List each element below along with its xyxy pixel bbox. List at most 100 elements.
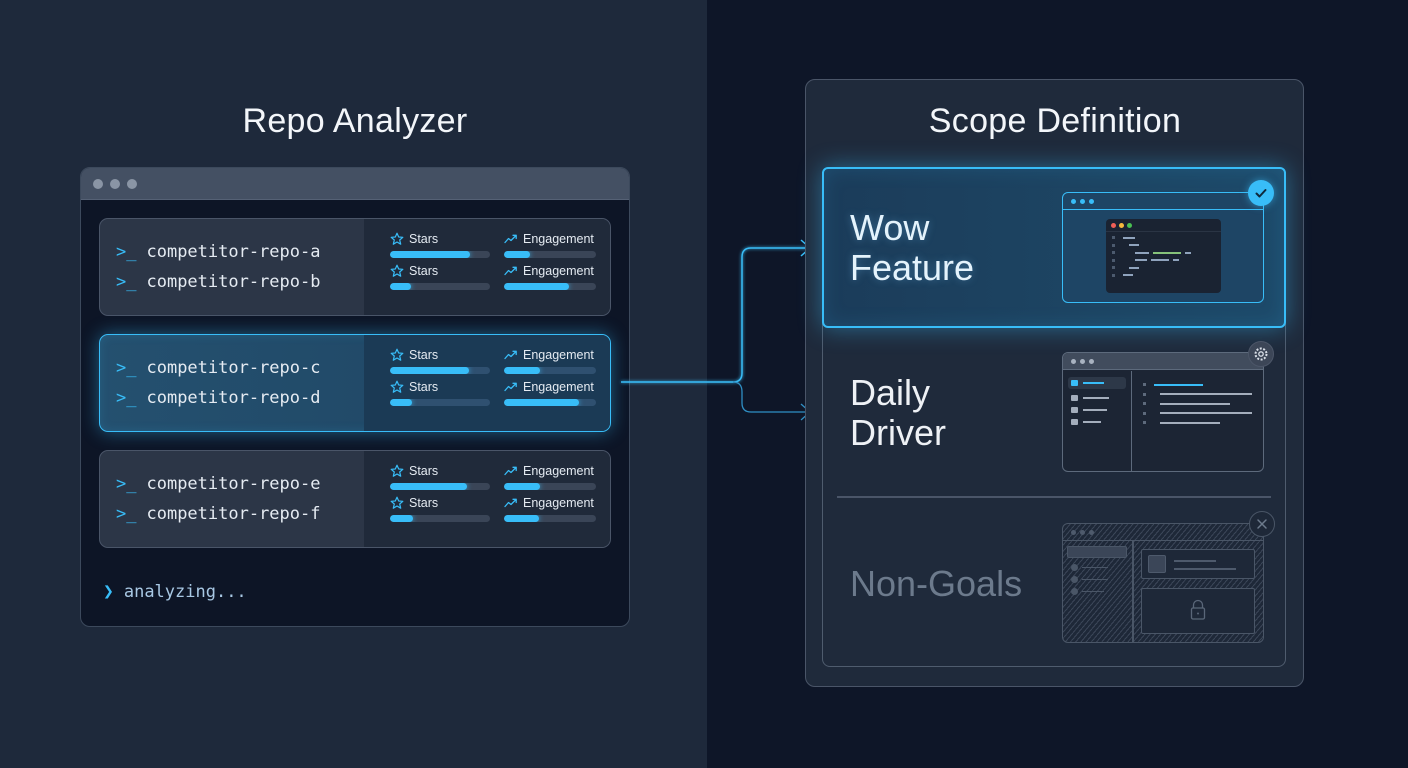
repo-name: competitor-repo-d: [146, 388, 321, 408]
metric-label: Engagement: [523, 232, 594, 246]
repo-item[interactable]: >_ competitor-repo-a: [116, 242, 364, 262]
repo-analyzer-title: Repo Analyzer: [242, 102, 468, 140]
metric-label: Engagement: [523, 380, 594, 394]
star-icon: [390, 348, 404, 362]
prompt-chevron-icon: ❯: [103, 581, 114, 602]
label-line: Daily: [850, 372, 931, 413]
repo-group-card[interactable]: >_ competitor-repo-c >_ competitor-repo-d St…: [99, 334, 611, 432]
label-line: Driver: [850, 412, 946, 453]
non-goals-mockup: [1062, 523, 1264, 643]
folder-row: [1068, 392, 1126, 404]
wow-feature-label: Wow Feature: [850, 208, 974, 288]
engagement-bar-fill: [504, 515, 539, 522]
stars-bar-fill: [390, 399, 412, 406]
stars-bar-fill: [390, 515, 413, 522]
repo-item[interactable]: >_ competitor-repo-d: [116, 388, 364, 408]
status-line: ❯ analyzing...: [103, 581, 247, 602]
mockup-title-bar: [1063, 193, 1263, 210]
terminal-prompt-icon: >_: [116, 388, 137, 408]
repo-name: competitor-repo-a: [146, 242, 321, 262]
metric-label: Stars: [409, 496, 439, 510]
check-icon: [1248, 180, 1274, 206]
stars-metric: Stars: [390, 231, 490, 258]
engagement-bar-fill: [504, 399, 580, 406]
terminal-prompt-icon: >_: [116, 272, 137, 292]
terminal-prompt-icon: >_: [116, 358, 137, 378]
stars-bar-track: [390, 283, 490, 290]
repo-metrics: Stars Engagement Stars Engagement: [364, 219, 610, 315]
repo-metrics: Stars Engagement Stars Engagement: [364, 451, 610, 547]
repo-item[interactable]: >_ competitor-repo-c: [116, 358, 364, 378]
engagement-bar-fill: [504, 367, 540, 374]
trend-up-icon: [504, 264, 518, 278]
stars-bar-track: [390, 483, 490, 490]
engagement-metric: Engagement: [504, 231, 596, 258]
x-icon: [1249, 511, 1275, 537]
stars-bar-track: [390, 515, 490, 522]
engagement-metric: Engagement: [504, 263, 596, 290]
folder-icon: [1071, 419, 1078, 425]
star-icon: [390, 264, 404, 278]
trend-up-icon: [504, 496, 518, 510]
window-dot: [127, 178, 137, 189]
metric-label: Engagement: [523, 464, 594, 478]
repo-group-card[interactable]: >_ competitor-repo-a >_ competitor-repo-b St…: [99, 218, 611, 316]
stars-metric: Stars: [390, 347, 490, 374]
repo-item[interactable]: >_competitor-repo-f: [116, 504, 364, 524]
star-icon: [390, 380, 404, 394]
repo-item[interactable]: >_ competitor-repo-b: [116, 272, 364, 292]
engagement-metric: Engagement: [504, 379, 596, 406]
connector-line-to-wow: [621, 247, 808, 383]
metric-label: Stars: [409, 348, 439, 362]
repo-item[interactable]: >_competitor-repo-e: [116, 474, 364, 494]
engagement-bar-fill: [504, 283, 570, 290]
stars-metric: Stars: [390, 263, 490, 290]
star-icon: [390, 496, 404, 510]
stars-metric: Stars: [390, 463, 490, 490]
terminal-title-bar: [81, 168, 629, 200]
repo-name: competitor-repo-c: [146, 358, 321, 378]
stars-bar-fill: [390, 283, 411, 290]
section-divider: [837, 496, 1271, 498]
connector-line-to-daily: [732, 381, 808, 413]
metric-label: Engagement: [523, 264, 594, 278]
star-icon: [390, 232, 404, 246]
repo-metrics: Stars Engagement Stars Engagement: [364, 335, 610, 431]
trend-up-icon: [504, 464, 518, 478]
repo-name-list: >_ competitor-repo-c >_ competitor-repo-d: [100, 335, 364, 431]
code-editor-snippet: [1106, 219, 1221, 293]
folder-row: [1068, 416, 1126, 428]
mockup-sidebar: [1063, 371, 1132, 471]
engagement-bar-track: [504, 483, 596, 490]
engagement-bar-track: [504, 251, 596, 258]
trend-up-icon: [504, 380, 518, 394]
non-goals-label: Non-Goals: [850, 563, 1023, 604]
repo-name: competitor-repo-f: [146, 504, 321, 524]
trend-up-icon: [504, 348, 518, 362]
window-dot: [93, 178, 103, 189]
metric-label: Stars: [409, 264, 439, 278]
metric-label: Engagement: [523, 348, 594, 362]
terminal-prompt-icon: >_: [116, 242, 137, 262]
mockup-content: [1135, 371, 1263, 471]
repo-name: competitor-repo-e: [146, 474, 321, 494]
stars-bar-fill: [390, 367, 469, 374]
lock-icon: [1190, 599, 1206, 620]
daily-driver-mockup: [1062, 352, 1264, 472]
mockup-card: [1141, 549, 1255, 579]
stars-bar-track: [390, 367, 490, 374]
label-line: Feature: [850, 247, 975, 288]
label-line: Wow: [850, 207, 930, 248]
folder-icon: [1071, 395, 1078, 401]
engagement-bar-fill: [504, 251, 530, 258]
engagement-metric: Engagement: [504, 463, 596, 490]
folder-row: [1068, 404, 1126, 416]
stars-metric: Stars: [390, 379, 490, 406]
connector-arrows: [621, 239, 812, 421]
metric-label: Stars: [409, 232, 439, 246]
engagement-metric: Engagement: [504, 347, 596, 374]
star-icon: [390, 464, 404, 478]
repo-name: competitor-repo-b: [146, 272, 321, 292]
